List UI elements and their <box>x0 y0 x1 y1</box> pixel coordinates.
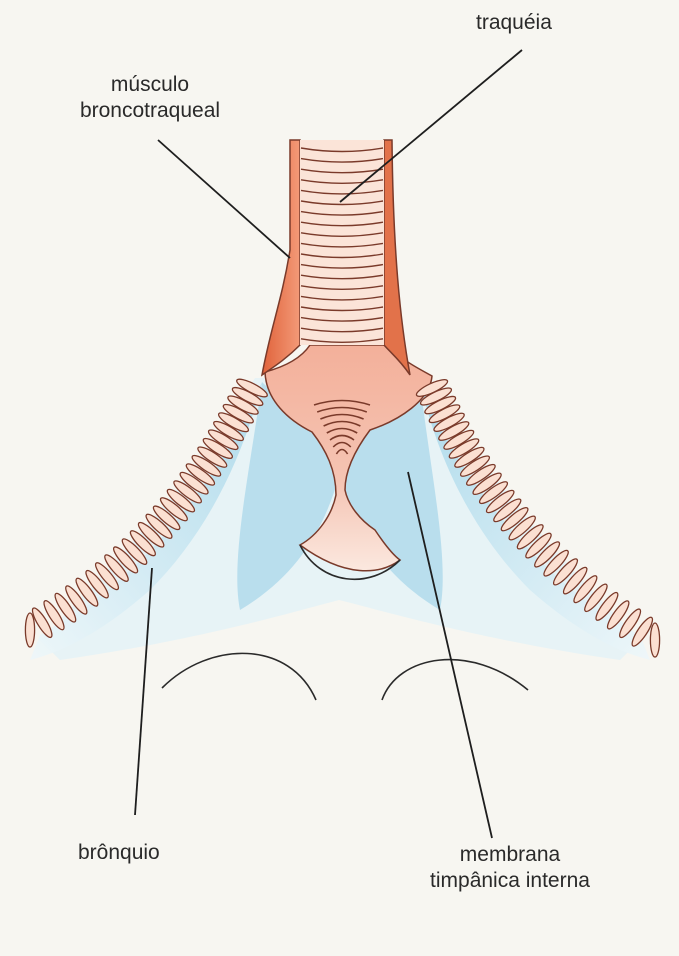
membrane-label-line2: timpânica interna <box>410 868 610 894</box>
membrane-label: membrana timpânica interna <box>410 842 610 894</box>
muscle-label: músculo broncotraqueal <box>50 72 250 124</box>
trachea-right-wall <box>384 140 410 375</box>
bronchus-label: brônquio <box>78 840 160 866</box>
membrane-label-line1: membrana <box>410 842 610 868</box>
trachea-label: traquéia <box>476 10 552 36</box>
trachea-tube <box>262 140 410 375</box>
tracheobronchial-muscle <box>262 140 300 375</box>
muscle-label-line2: broncotraqueal <box>50 98 250 124</box>
bronchus-ring <box>25 613 34 647</box>
trachea-leader <box>340 50 522 202</box>
muscle-label-line1: músculo <box>50 72 250 98</box>
muscle-leader <box>158 140 290 258</box>
bronchus-ring <box>650 623 659 657</box>
left-lung-arc <box>162 653 316 700</box>
